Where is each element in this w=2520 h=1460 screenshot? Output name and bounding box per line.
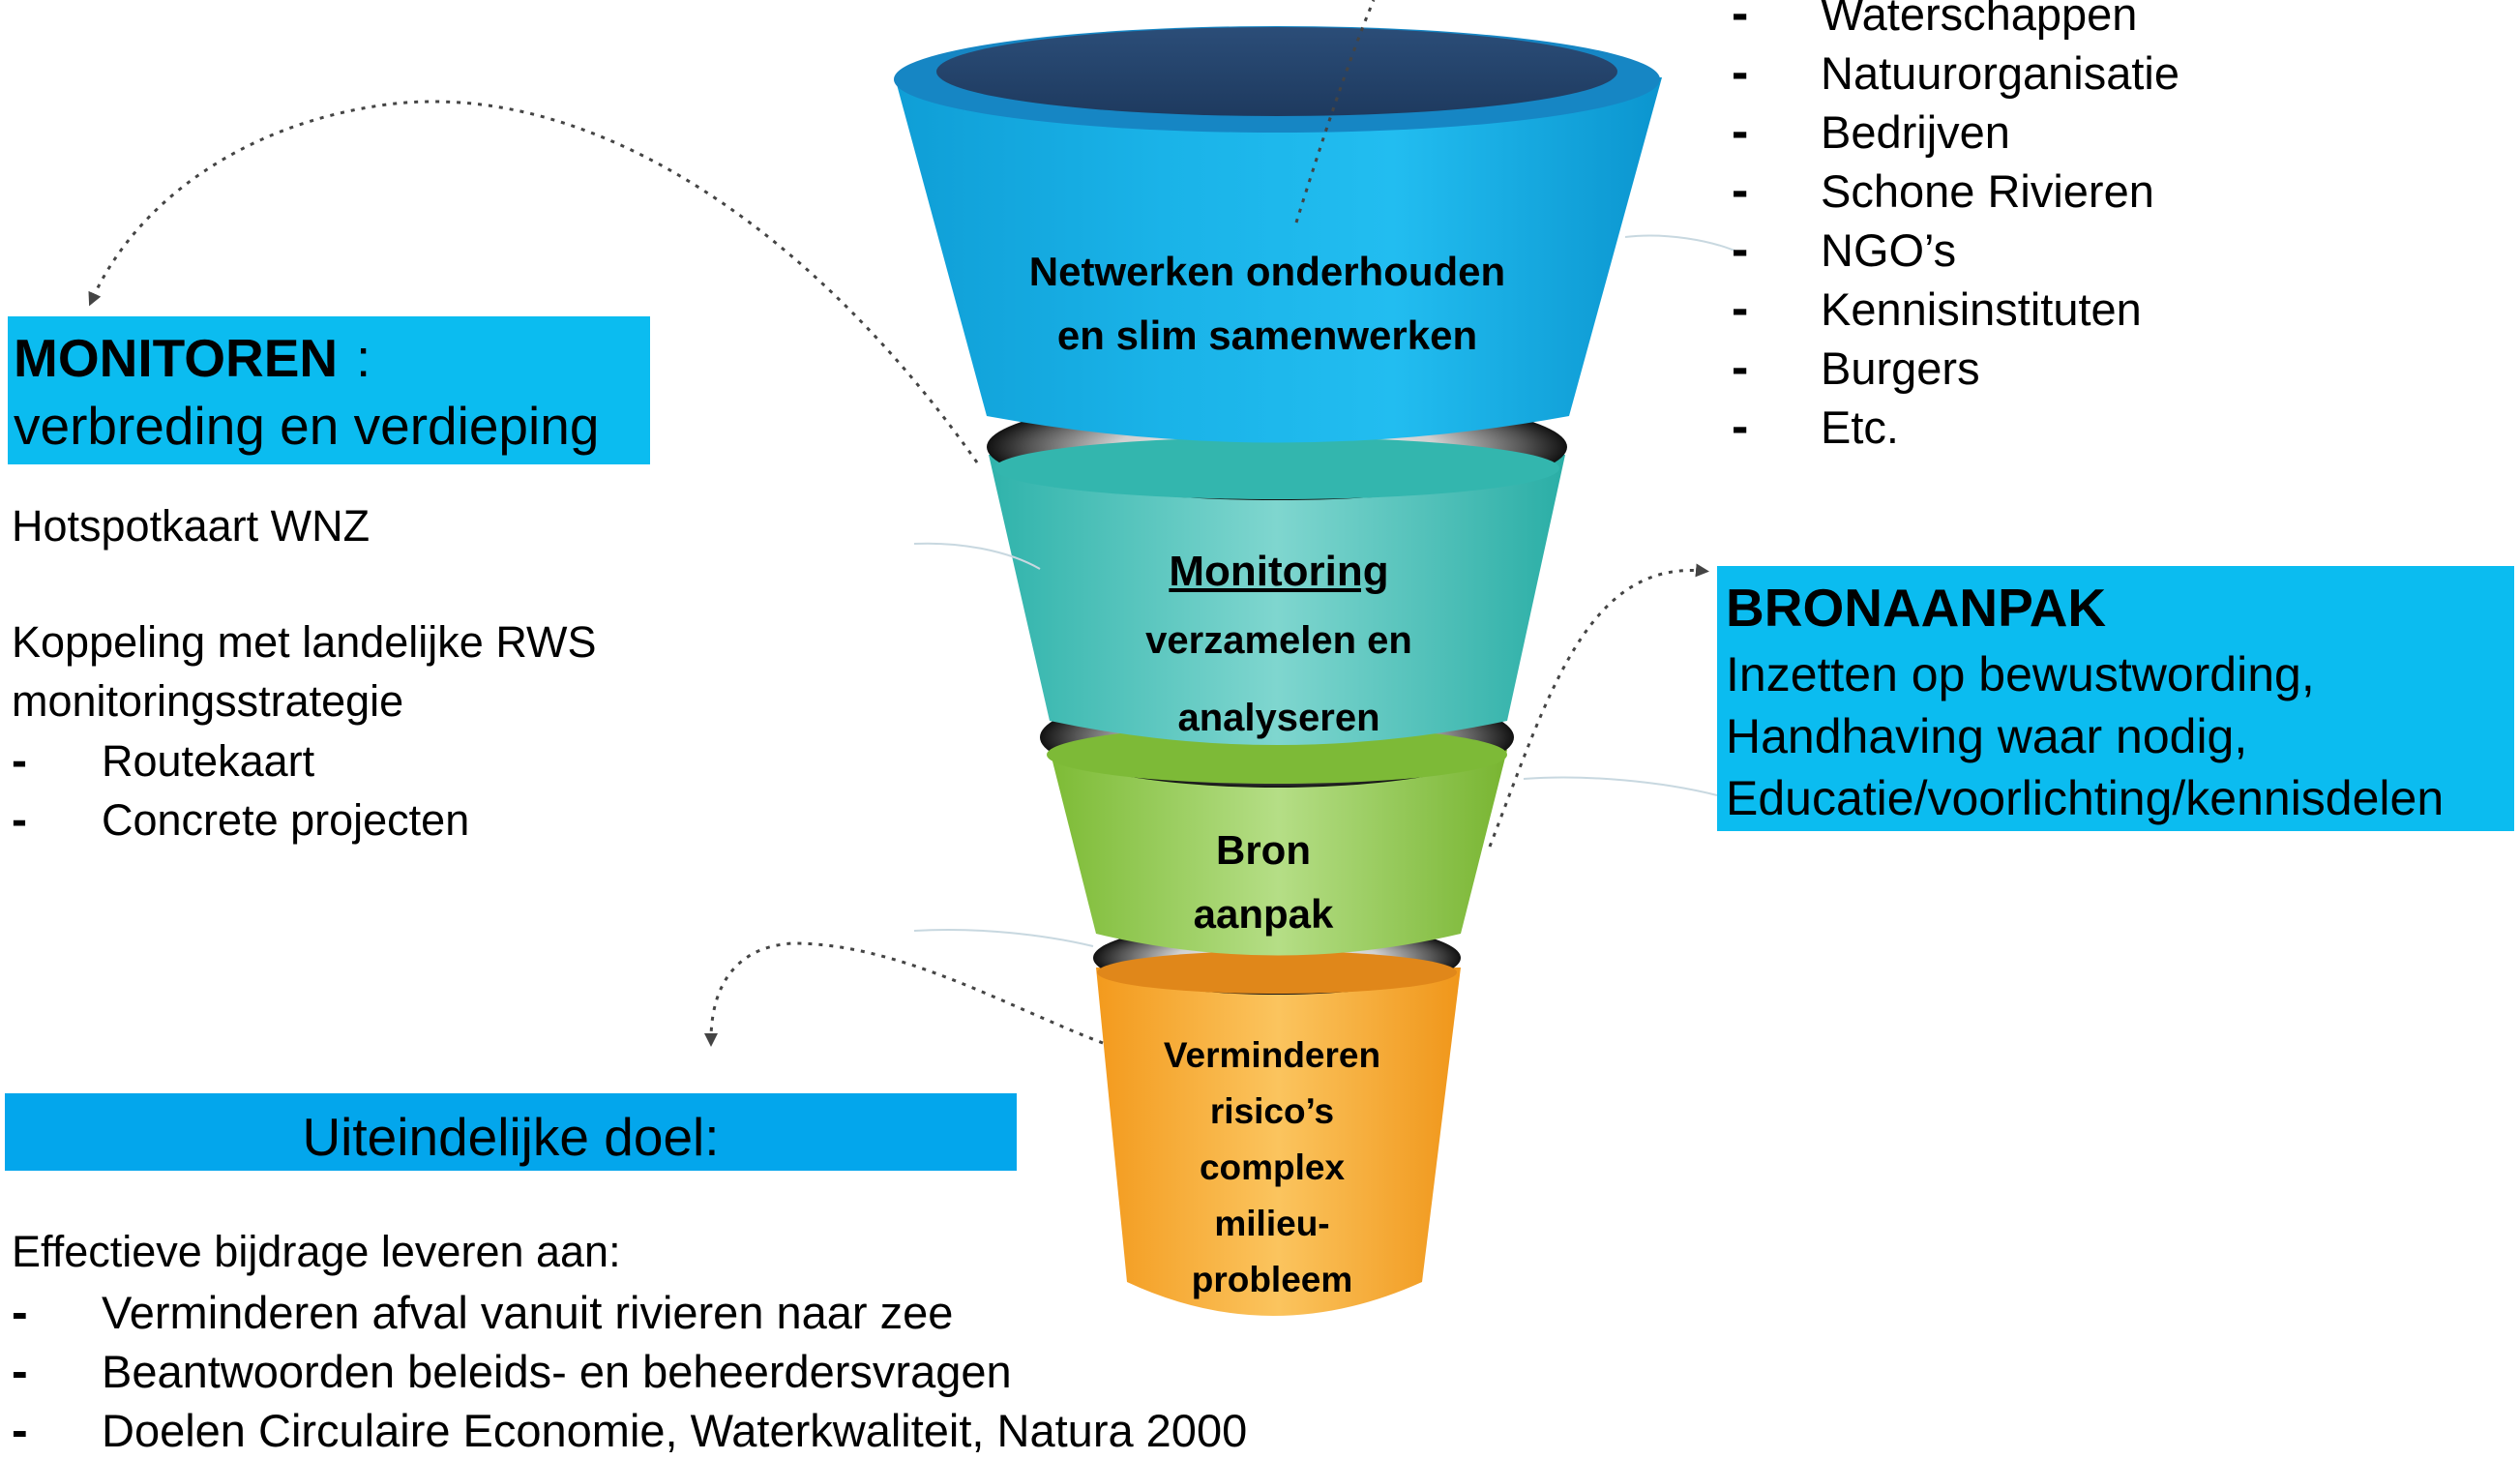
stakeholder-list: - Waterschappen - Natuurorganisatie - Bedri… [1732,0,2179,457]
connector-monitoren [88,100,979,463]
dash-bullet: - [1732,340,1749,396]
dash-bullet: - [1732,399,1749,455]
funnel-label-line: en slim samenwerken [1056,313,1478,358]
list-item-label: Waterschappen [1821,0,2138,40]
monitoren-colon: : [356,328,371,388]
bronaanpak-line: Handhaving waar nodig, [1726,709,2248,763]
dash-bullet: - [1732,0,1749,42]
dash-bullet: - [12,1344,28,1398]
guide-line [913,928,1094,947]
funnel-label-line: Netwerken onderhouden [1028,249,1506,294]
dash-bullet: - [12,1403,28,1457]
monitoren-title: MONITOREN [14,328,339,388]
funnel-tier-green [1050,750,1507,956]
funnel-tier-blue [895,77,1662,443]
funnel-label-bron: Bron aanpak [1118,819,1408,946]
bronaanpak-line: Educatie/voorlichting/kennisdelen [1726,771,2445,825]
guide-line [913,542,1041,570]
dash-bullet: - [12,735,27,787]
doel-intro: Effectieve bijdrage leveren aan: [12,1227,621,1276]
funnel-label-netwerken: Netwerken onderhouden en slim samenwerke… [977,240,1557,368]
bronaanpak-box [1717,566,2514,831]
list-item-label: Concrete projecten [102,795,470,845]
funnel-tier-teal [989,455,1565,745]
list-item: - Kennisinstituten [1732,280,2179,339]
monitoren-header-box [8,316,650,464]
list-item: - NGO’s [1732,221,2179,280]
list-item: - Doelen Circulaire Economie, Waterkwalit… [12,1401,1247,1460]
doel-list: - Verminderen afval vanuit rivieren naar … [12,1283,1247,1460]
funnel-label-line: aanpak [1193,891,1334,937]
funnel-label-line: probleem [1191,1260,1353,1299]
funnel-label-line: analyseren [1177,697,1380,739]
list-item-label: Verminderen afval vanuit rivieren naar z… [102,1287,954,1338]
list-item: - Concrete projecten [12,790,469,849]
funnel-label-line: Verminderen [1163,1035,1381,1075]
list-item-label: Schone Rivieren [1821,165,2154,217]
funnel-label-line: Bron [1216,827,1311,873]
list-item-label: Burgers [1821,343,1980,394]
funnel-label-line: risico’s [1209,1091,1335,1131]
dash-bullet: - [1732,45,1749,101]
connector-doel [704,941,1104,1047]
dash-bullet: - [1732,281,1749,337]
list-item-label: Doelen Circulaire Economie, Waterkwalite… [102,1405,1248,1456]
koppeling-text: monitoringsstrategie [12,676,404,726]
guide-line [1523,776,1718,796]
list-item-label: Etc. [1821,402,1899,453]
list-item: - Etc. [1732,398,2179,457]
list-item-label: Beantwoorden beleids- en beheerdersvrage… [102,1346,1012,1397]
koppeling-text: Koppeling met landelijke RWS [12,617,597,667]
funnel-tier-orange-rim [1097,951,1457,994]
funnel-label-verzamelen: verzamelen en analyseren [1085,602,1472,757]
funnel-tier-orange [1096,968,1461,1316]
monitoren-subtitle: verbreding en verdieping [14,396,600,456]
funnel-label-line: verzamelen en [1145,619,1412,662]
list-item: - Verminderen afval vanuit rivieren naar … [12,1283,1247,1342]
dash-bullet: - [12,794,27,846]
list-item-label: Routekaart [102,736,315,786]
dash-bullet: - [12,1285,28,1339]
list-item-label: NGO’s [1821,224,1957,276]
connector-bronaanpak [1488,563,1709,848]
guide-line [1624,234,1742,254]
funnel-tier-green-rim [1047,726,1507,784]
funnel-label-line: milieu- [1214,1204,1330,1243]
list-item: - Beantwoorden beleids- en beheerdersvrag… [12,1342,1247,1401]
dash-bullet: - [1732,222,1749,278]
monitoring-list: - Routekaart - Concrete projecten [12,731,469,849]
list-item: - Routekaart [12,731,469,790]
funnel-label-line: complex [1199,1147,1346,1187]
funnel-top [936,27,1617,116]
list-item-label: Kennisinstituten [1821,283,2142,335]
list-item: - Bedrijven [1732,103,2179,162]
hotspot-text: Hotspotkaart WNZ [12,501,371,551]
bronaanpak-line: Inzetten op bewustwording, [1726,647,2315,701]
funnel-label-verminderen: Verminderen risico’s complex milieu- pro… [1122,1028,1422,1308]
list-item-label: Bedrijven [1821,106,2010,158]
funnel-label-monitoring: Monitoring [1169,548,1389,595]
dash-bullet: - [1732,163,1749,219]
list-item-label: Natuurorganisatie [1821,47,2179,99]
bronaanpak-title: BRONAANPAK [1726,578,2107,638]
list-item: - Natuurorganisatie [1732,44,2179,103]
list-item: - Waterschappen [1732,0,2179,44]
funnel-tier-teal-rim [994,437,1559,499]
doel-header-box [5,1093,1017,1171]
dash-bullet: - [1732,104,1749,160]
doel-title: Uiteindelijke doel: [302,1107,720,1167]
list-item: - Schone Rivieren [1732,162,2179,221]
list-item: - Burgers [1732,339,2179,398]
